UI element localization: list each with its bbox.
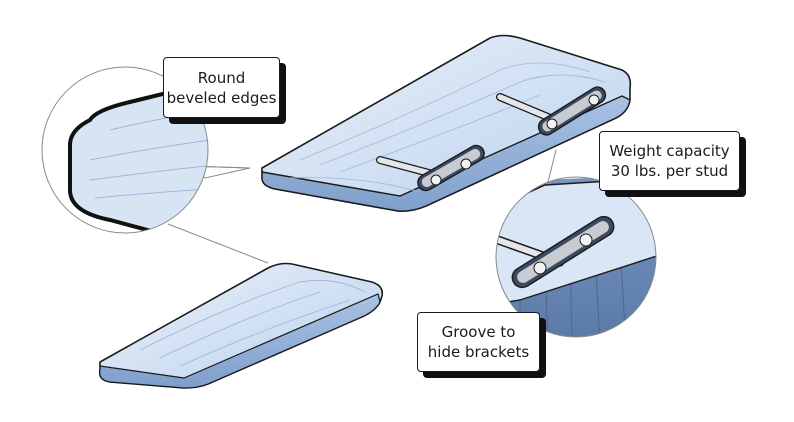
callout-edges-line2: beveled edges (166, 88, 277, 107)
callout-groove-line2: hide brackets (427, 343, 530, 361)
callout-groove-hide-brackets: Groove to hide brackets (417, 312, 540, 372)
shelf-pin-right (496, 86, 607, 136)
callout-edges-line1: Round (197, 68, 246, 87)
callout-weight-line2: 30 lbs. per stud (610, 162, 729, 180)
callout-weight-capacity: Weight capacity 30 lbs. per stud (599, 131, 740, 191)
edge-magnifier (41, 66, 269, 264)
main-shelf (261, 34, 632, 212)
lower-shelf (98, 262, 384, 389)
callout-weight-line1: Weight capacity (609, 142, 730, 160)
callout-round-beveled-edges: Round beveled edges (163, 57, 280, 118)
shelf-pin-left (376, 144, 485, 192)
groove-magnifier (495, 149, 657, 338)
callout-groove-line1: Groove to (441, 323, 516, 341)
